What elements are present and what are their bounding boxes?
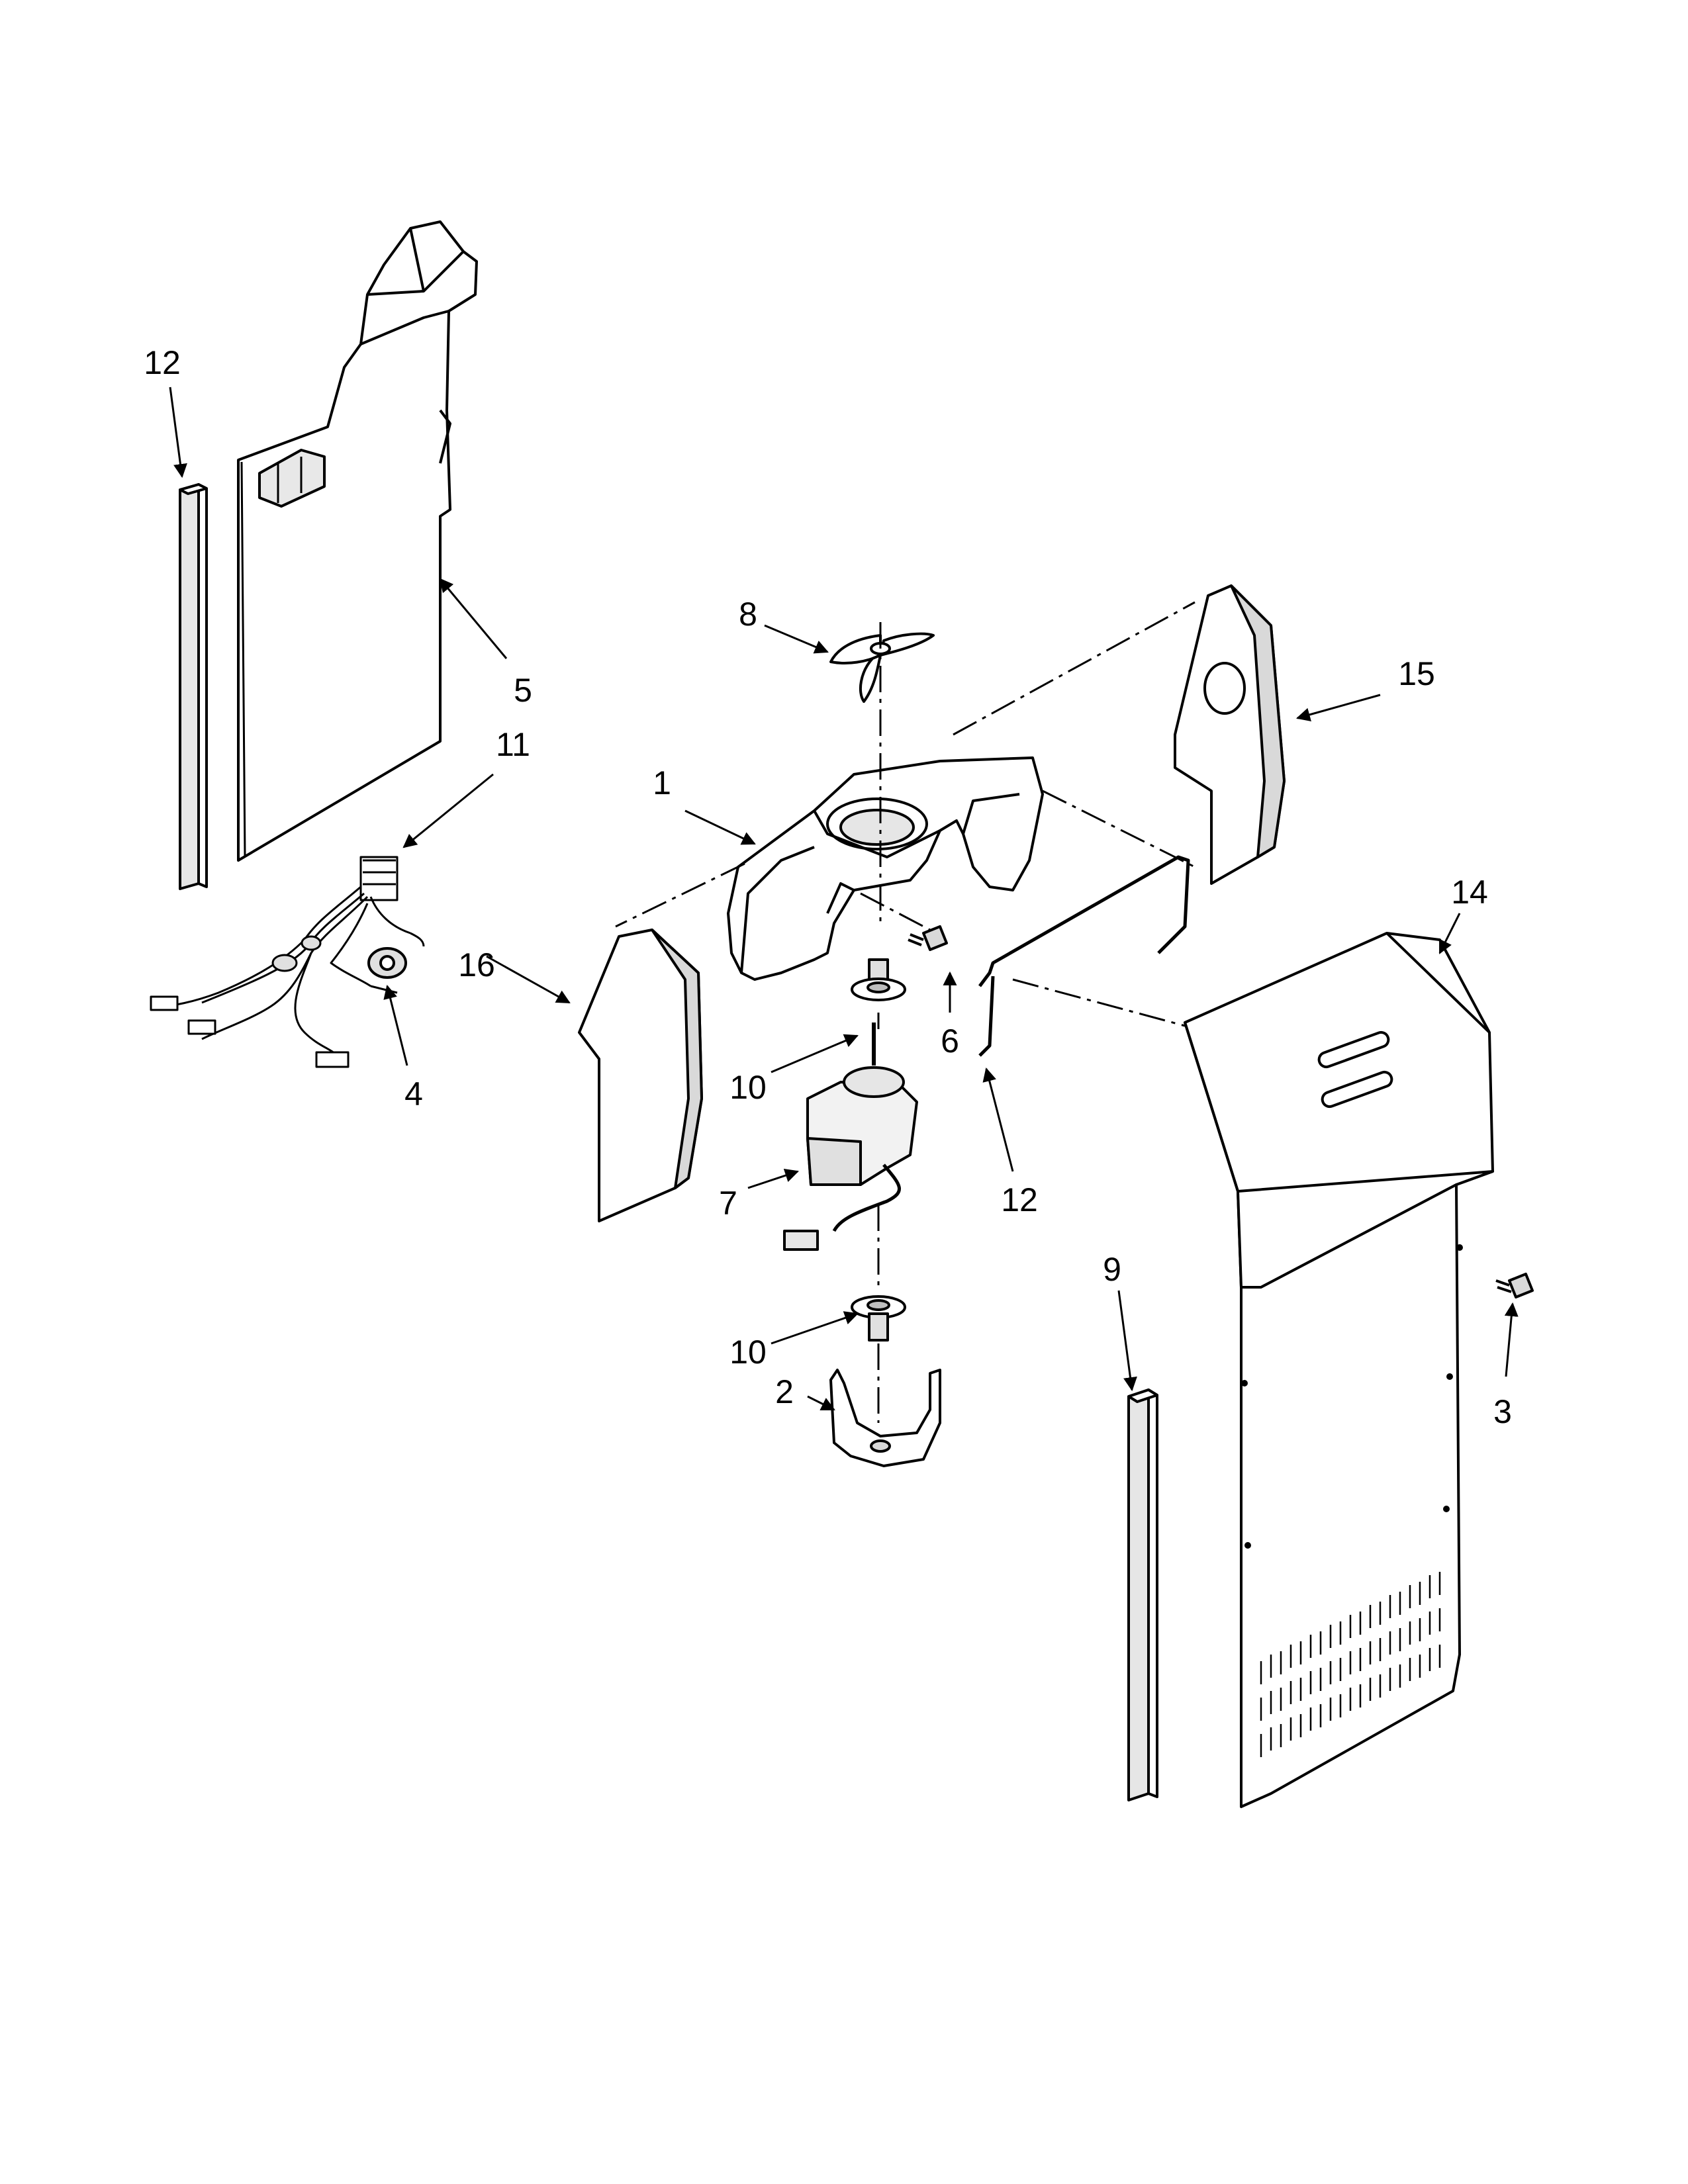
callout-10-lower: 10 [729,1334,767,1371]
callout-15: 15 [1398,655,1435,692]
callout-10-upper: 10 [729,1069,767,1106]
callout-3: 3 [1493,1393,1512,1430]
callout-2: 2 [775,1373,794,1410]
callout-7: 7 [719,1185,737,1222]
callout-13: 12 [144,344,181,381]
callout-8: 8 [739,596,757,633]
part-1-fan-shroud [727,756,1044,981]
leader-arrows [169,387,1519,1411]
part-7-fan-motor [783,1023,918,1251]
callout-4: 4 [404,1075,423,1113]
callout-6: 6 [941,1023,959,1060]
part-10-motor-mount-upper [851,958,906,1001]
part-10-motor-mount-lower [851,1295,906,1342]
callout-5: 5 [514,672,532,709]
callout-1: 1 [653,764,671,801]
part-8-fan-blade [829,632,935,703]
part-13-strip [179,483,208,890]
callout-labels: 12 5 11 4 16 1 8 6 10 7 12 15 14 10 2 9 … [144,344,1512,1430]
callout-12: 12 [1001,1181,1038,1218]
part-14-rear-cover [1184,932,1494,1808]
part-16-insulation-panel [578,929,703,1222]
part-5-duct-panel [237,220,478,862]
callout-9: 9 [1103,1251,1121,1288]
part-12-wire-rod [978,855,1190,1057]
part-9-strip [1127,1388,1158,1801]
part-4-grommet [367,947,407,979]
callout-11: 11 [496,726,530,763]
callout-14: 14 [1451,874,1488,911]
part-2-motor-bracket [829,1369,941,1467]
alignment-lines [615,601,1196,1423]
part-11-wire-harness [150,856,425,1068]
part-6-screw [908,925,948,951]
part-15-insulation-panel [1174,584,1286,885]
callout-16: 16 [458,946,495,983]
part-3-screw [1495,1273,1534,1298]
